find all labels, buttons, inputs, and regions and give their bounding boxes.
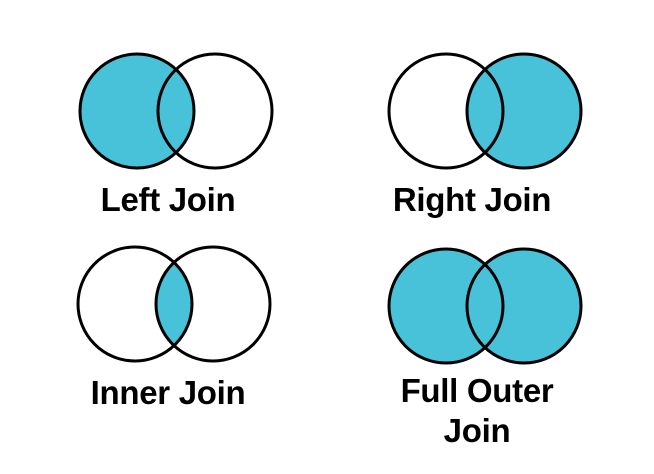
venn-figure-right-join: Right Join — [352, 50, 592, 250]
venn-diagram-full-outer-join-icon — [387, 247, 583, 365]
left-join-label: Left Join — [100, 181, 236, 218]
right-circle-outline — [465, 247, 583, 365]
venn-figure-left-join: Left Join — [48, 50, 288, 250]
intersection-lens-fill — [156, 262, 192, 346]
venn-diagram-inner-join-icon — [76, 245, 272, 363]
left-circle-outline — [76, 245, 194, 363]
left-circle-outline — [387, 52, 505, 170]
right-circle-outline — [465, 52, 583, 170]
right-circle-outline — [154, 245, 272, 363]
left-circle-outline — [387, 247, 505, 365]
inner-join-label: Inner Join — [90, 374, 246, 411]
left-circle-outline — [78, 52, 196, 170]
right-join-label: Right Join — [392, 181, 552, 218]
right-circle-outline — [156, 52, 274, 170]
venn-figure-inner-join: Inner Join — [48, 243, 288, 443]
venn-diagram-left-join-icon — [78, 52, 274, 170]
venn-diagram-right-join-icon — [387, 52, 583, 170]
full-outer-join-label: Full Outer Join — [400, 372, 554, 449]
venn-figure-full-outer-join: Full Outer Join — [357, 245, 597, 449]
